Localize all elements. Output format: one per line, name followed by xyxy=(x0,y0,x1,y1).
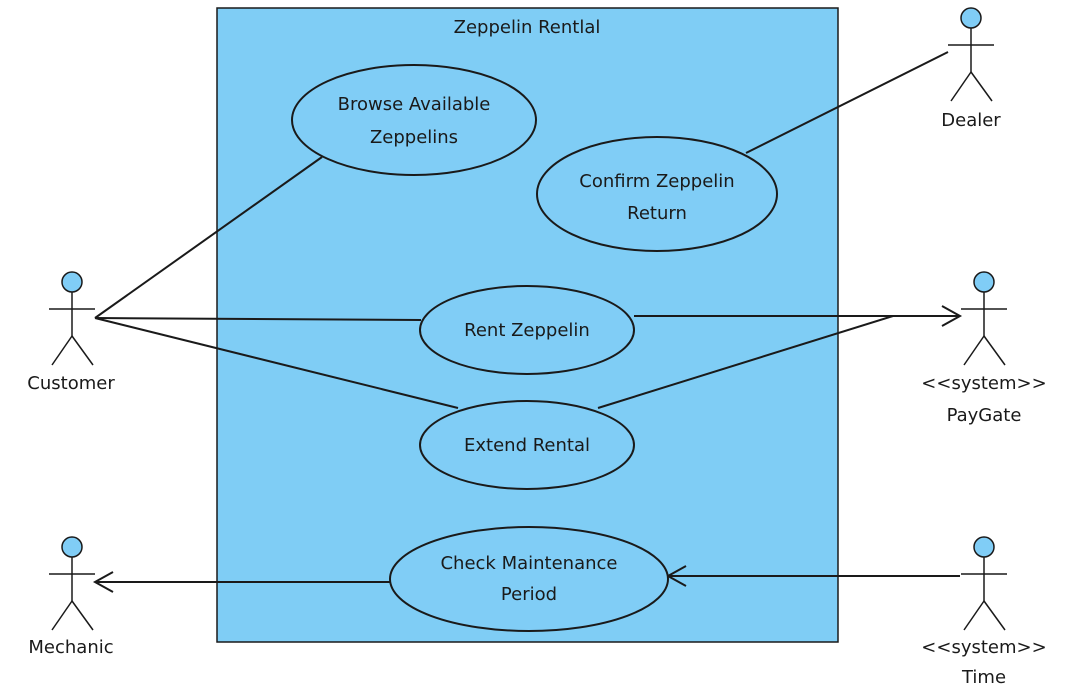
actor-mechanic-name: Mechanic xyxy=(28,637,113,658)
assoc-customer-extend xyxy=(94,317,459,409)
use-case-rent xyxy=(419,285,635,375)
stick-figure-icon xyxy=(49,271,95,366)
actor-paygate-stereotype: <<system>> xyxy=(921,373,1046,394)
stick-figure-icon xyxy=(961,536,1007,631)
use-case-confirm-line1: Confirm Zeppelin xyxy=(579,171,734,192)
use-case-maintenance-line2: Period xyxy=(501,584,557,605)
use-case-confirm-line2: Return xyxy=(627,203,687,224)
actor-paygate-name: PayGate xyxy=(947,405,1022,426)
actor-paygate: <<system>> PayGate xyxy=(921,271,1047,426)
use-case-maintenance-line1: Check Maintenance xyxy=(440,553,617,574)
stick-figure-icon xyxy=(49,536,95,631)
actor-dealer-name: Dealer xyxy=(941,110,1001,131)
use-case-confirm xyxy=(536,136,778,252)
assoc-customer-browse xyxy=(94,156,323,319)
assoc-dealer-confirm xyxy=(745,51,949,154)
system-title: Zeppelin Rentlal xyxy=(454,17,601,38)
actor-customer: Customer xyxy=(27,271,115,394)
use-case-extend xyxy=(419,400,635,490)
actor-time: <<system>> Time xyxy=(921,536,1047,688)
actor-time-stereotype: <<system>> xyxy=(921,637,1046,658)
arrowhead-mechanic xyxy=(92,571,114,593)
actor-dealer: Dealer xyxy=(941,7,1001,131)
actor-mechanic: Mechanic xyxy=(28,536,114,658)
use-case-rent-label: Rent Zeppelin xyxy=(464,320,590,341)
actor-customer-name: Customer xyxy=(27,373,115,394)
use-case-browse-line1: Browse Available xyxy=(338,94,491,115)
use-case-browse xyxy=(291,64,537,176)
assoc-extend-paygate xyxy=(597,315,894,409)
stick-figure-icon xyxy=(961,271,1007,366)
use-case-browse-line2: Zeppelins xyxy=(370,127,458,148)
stick-figure-icon xyxy=(948,7,994,102)
associations xyxy=(94,51,960,583)
arrowhead-paygate xyxy=(941,305,963,327)
use-case-extend-label: Extend Rental xyxy=(464,435,590,456)
use-case-maintenance xyxy=(389,526,669,632)
assoc-customer-rent xyxy=(94,317,422,321)
actor-time-name: Time xyxy=(961,667,1006,688)
